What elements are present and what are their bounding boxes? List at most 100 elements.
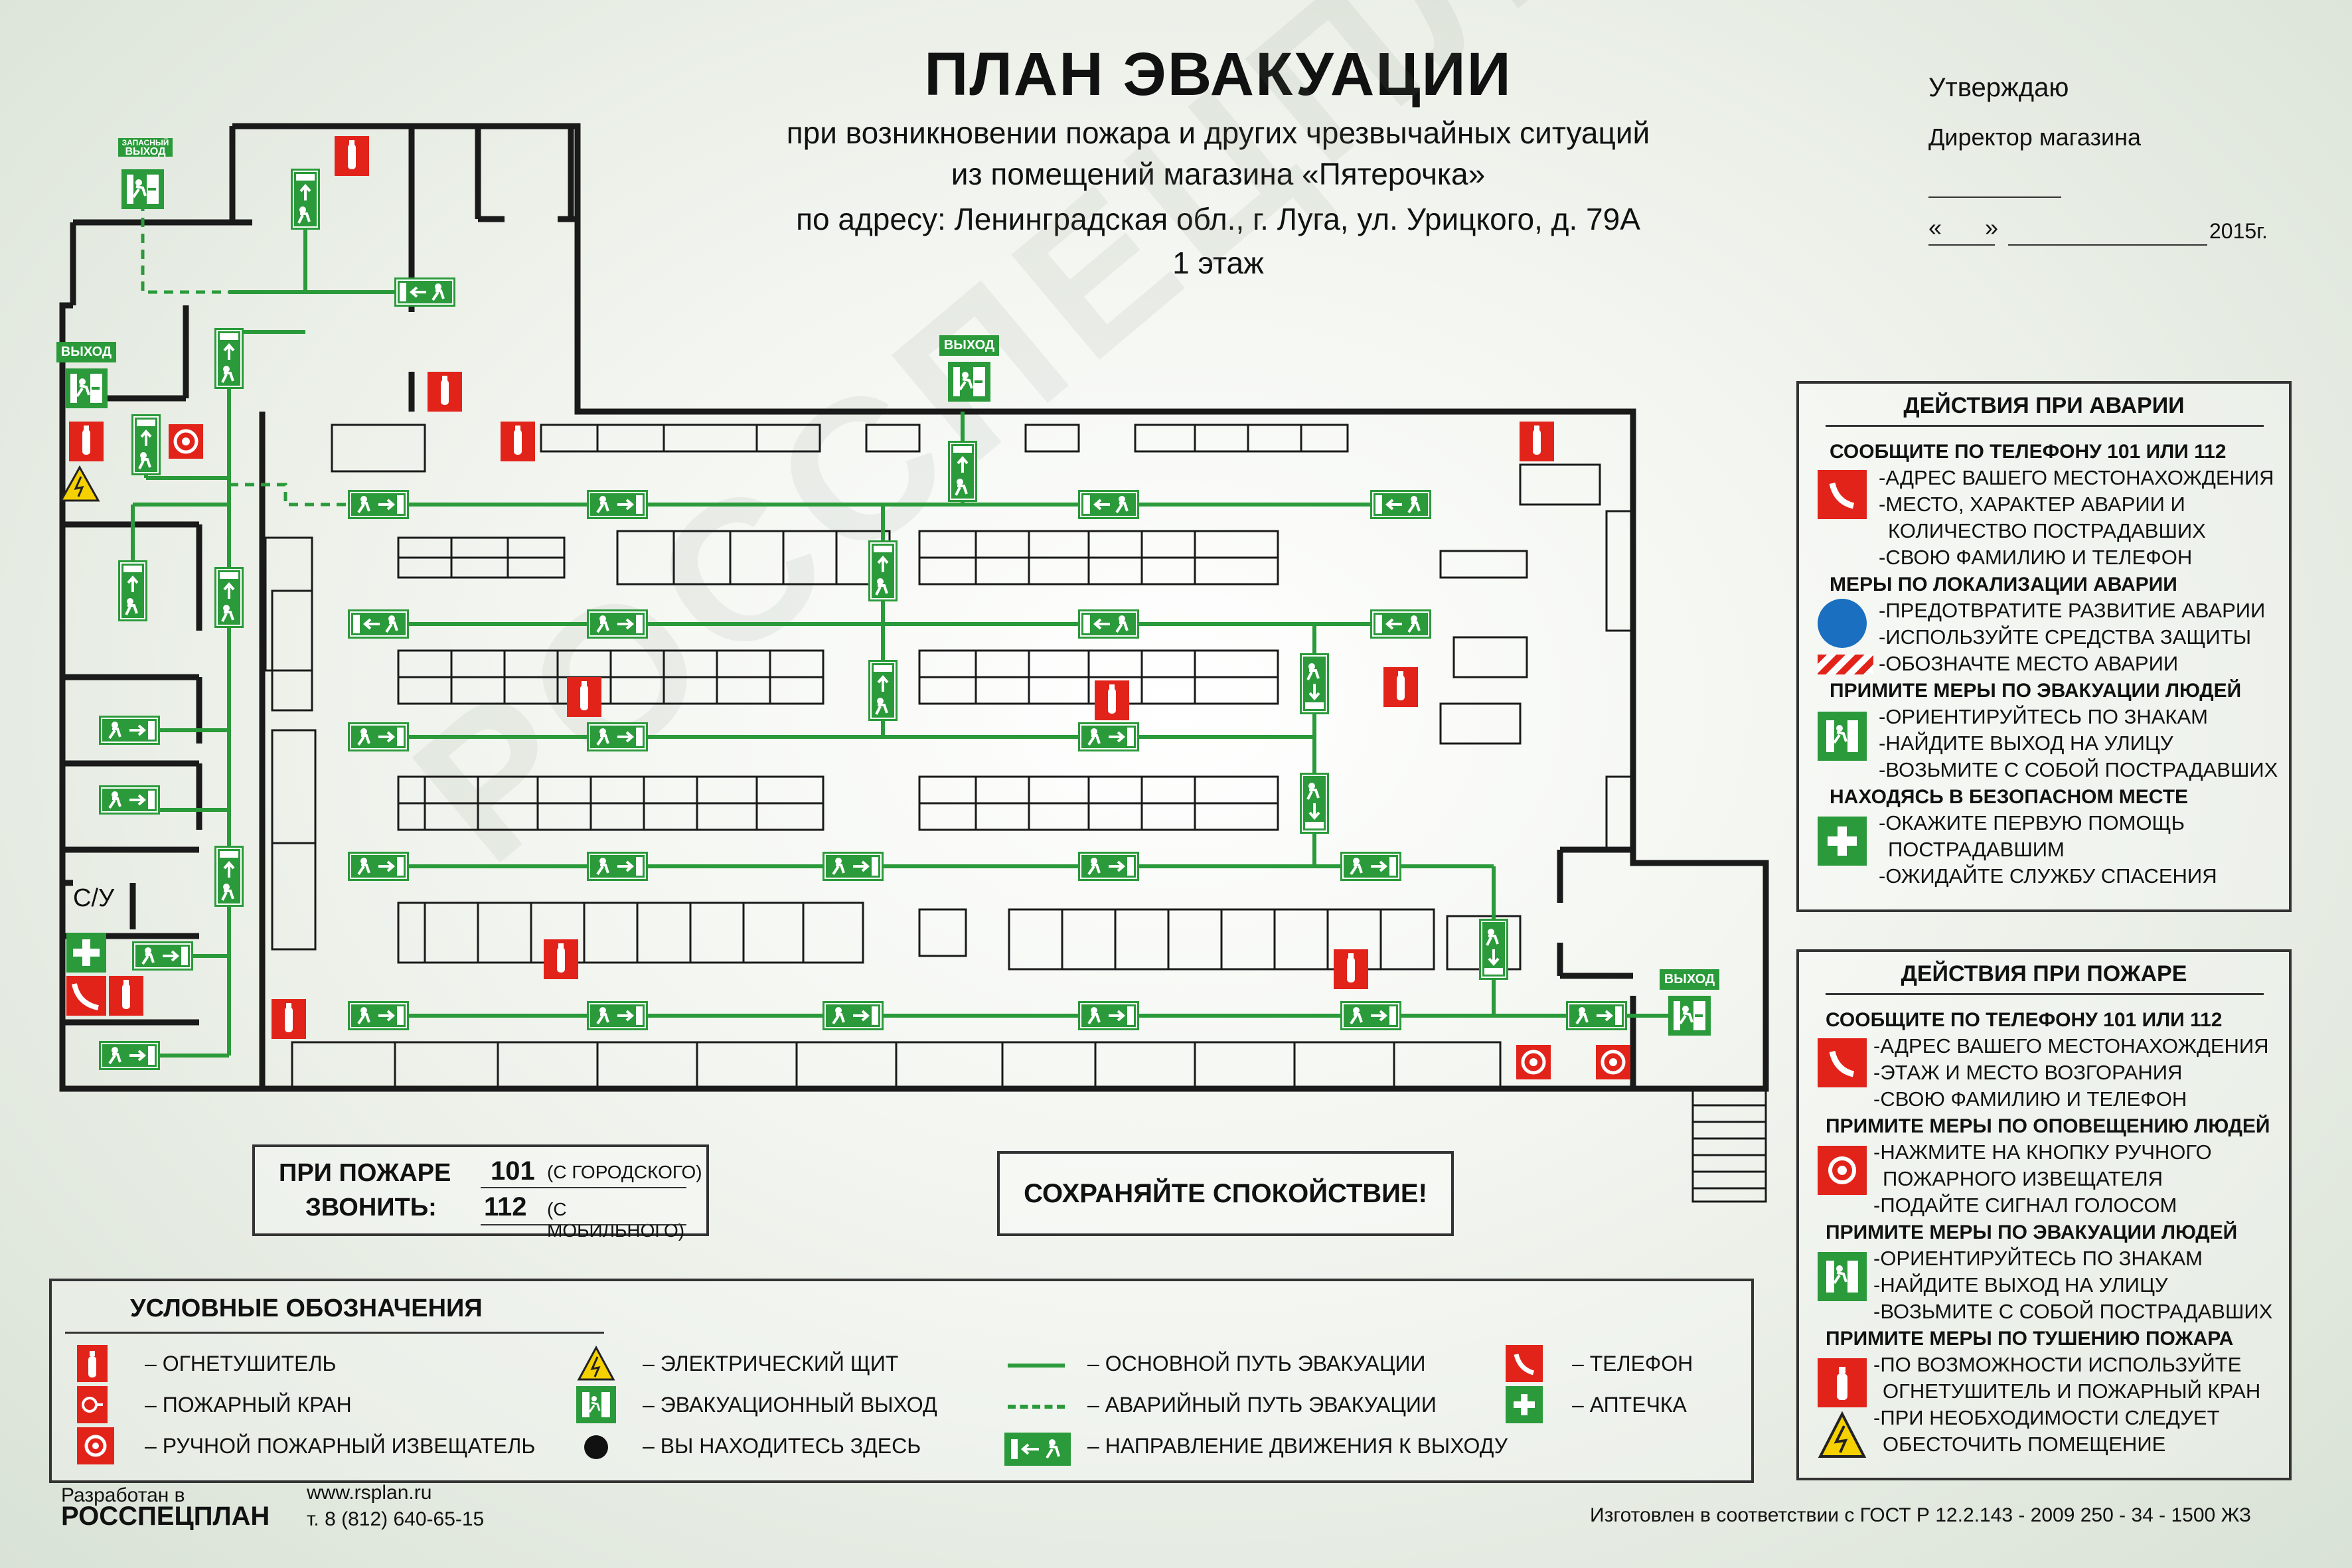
floor-label: 1 этаж [1172,246,1264,280]
accident-s3-item-1: -ОРИЕНТИРУЙТЕСЬ ПО ЗНАКАМ [1879,705,2208,728]
fire-s1-item-2: -ЭТАЖ И МЕСТО ВОЗГОРАНИЯ [1873,1061,2183,1084]
accident-s3-item-3: -ВОЗЬМИТЕ С СОБОЙ ПОСТРАДАВШИХ [1879,758,2278,781]
accident-s2-item-1: -ПРЕДОТВРАТИТЕ РАЗВИТИЕ АВАРИИ [1879,599,2266,622]
fire-alarm-icon [1818,1146,1867,1195]
fire-alarm-icon-glyph [1828,1156,1856,1184]
phone-icon-glyph [1514,1354,1535,1375]
fire-s1-item-1: -АДРЕС ВАШЕГО МЕСТОНАХОЖДЕНИЯ [1873,1034,2269,1058]
accident-s4-item-1: -ОКАЖИТЕ ПЕРВУЮ ПОМОЩЬ [1879,811,2185,834]
fire-extinguisher-icon-glyph [1837,1367,1847,1400]
wc-label: С/У [73,884,115,912]
phone-icon [1818,1038,1867,1087]
fire-title: ДЕЙСТВИЯ ПРИ ПОЖАРЕ [1901,961,2187,986]
legend-item-extinguisher: – ОГНЕТУШИТЕЛЬ [145,1352,337,1375]
fire-s3-item-1: -ОРИЕНТИРУЙТЕСЬ ПО ЗНАКАМ [1873,1247,2203,1270]
legend-item-hydrant: – ПОЖАРНЫЙ КРАН [145,1393,352,1417]
accident-title-rule [1826,425,2264,427]
first-aid-icon [1818,817,1867,866]
emergency-route [141,186,358,507]
electric-panel-icon [576,1345,616,1382]
shelving [264,424,1634,1090]
fire-hydrant-icon-glyph [82,1397,103,1413]
page-title: ПЛАН ЭВАКУАЦИИ [924,40,1512,108]
fire-s1-item-3: -СВОЮ ФАМИЛИЮ И ТЕЛЕФОН [1873,1087,2187,1111]
signature-line [1928,196,2061,198]
fire-s2-item-2: ПОЖАРНОГО ИЗВЕЩАТЕЛЯ [1883,1167,2163,1190]
developer-name: РОССПЕЦПЛАН [61,1502,270,1531]
fire-s4-item-1: -ПО ВОЗМОЖНОСТИ ИСПОЛЬЗУЙТЕ [1873,1353,2242,1376]
legend-item-phone: – ТЕЛЕФОН [1572,1352,1693,1375]
spare-exit-label-2: ВЫХОД [125,146,166,157]
approve-label: Утверждаю [1928,73,2069,102]
hazard-stripes-icon [1818,655,1873,674]
legend-title-rule [65,1332,604,1334]
call-number-1: 101 [491,1156,535,1186]
day-line [1928,244,1995,246]
calm-box: СОХРАНЯЙТЕ СПОКОЙСТВИЕ! [997,1151,1454,1236]
walls [59,123,1769,1092]
fire-s4-item-3: -ПРИ НЕОБХОДИМОСТИ СЛЕДУЕТ [1873,1406,2220,1429]
accident-s3-item-2: -НАЙДИТЕ ВЫХОД НА УЛИЦУ [1879,732,2173,755]
legend-panel: УСЛОВНЫЕ ОБОЗНАЧЕНИЯ – ОГНЕТУШИТЕЛЬ – ПО… [49,1279,1754,1483]
quote-open: « [1928,214,1942,241]
call-label-1: ПРИ ПОЖАРЕ [279,1159,451,1187]
exit-icon [1818,1252,1867,1301]
phone-number: т. 8 (812) 640-65-15 [307,1508,485,1530]
fire-hydrant-icon [77,1386,108,1423]
accident-s3: ПРИМИТЕ МЕРЫ ПО ЭВАКУАЦИИ ЛЮДЕЙ [1830,680,2242,702]
fire-s4: ПРИМИТЕ МЕРЫ ПО ТУШЕНИЮ ПОЖАРА [1826,1328,2234,1350]
phone-icon [1818,470,1867,519]
electric-panel-icon-glyph [577,1345,615,1381]
main-route-line [1008,1364,1065,1368]
accident-s4-item-3: -ОЖИДАЙТЕ СЛУЖБУ СПАСЕНИЯ [1879,864,2217,888]
legend-item-electric: – ЭЛЕКТРИЧЕСКИЙ ЩИТ [643,1352,899,1375]
fire-s3-item-2: -НАЙДИТЕ ВЫХОД НА УЛИЦУ [1873,1273,2168,1296]
fire-alarm-icon [77,1427,114,1464]
accident-s4: НАХОДЯСЬ В БЕЗОПАСНОМ МЕСТЕ [1830,786,2189,808]
legend-item-direction: – НАПРАВЛЕНИЕ ДВИЖЕНИЯ К ВЫХОДУ [1087,1434,1508,1458]
accident-s1-item-4: -СВОЮ ФАМИЛИЮ И ТЕЛЕФОН [1879,546,2193,569]
call-divider-1 [481,1187,686,1188]
accident-s1-item-3: КОЛИЧЕСТВО ПОСТРАДАВШИХ [1888,519,2206,542]
ppe-icon [1818,599,1867,648]
call-divider-2 [481,1224,686,1225]
accident-s2: МЕРЫ ПО ЛОКАЛИЗАЦИИ АВАРИИ [1830,574,2177,595]
fire-alarm-icon-glyph [84,1435,107,1457]
legend-item-emergency-route: – АВАРИЙНЫЙ ПУТЬ ЭВАКУАЦИИ [1087,1393,1437,1417]
developer-label: Разработан в [61,1484,185,1506]
accident-s2-item-2: -ИСПОЛЬЗУЙТЕ СРЕДСТВА ЗАЩИТЫ [1879,625,2252,649]
exit-icon [576,1386,616,1423]
fire-s4-item-2: ОГНЕТУШИТЕЛЬ И ПОЖАРНЫЙ КРАН [1883,1379,2261,1403]
exit-icon-glyph [1826,1261,1858,1293]
website[interactable]: www.rsplan.ru [307,1482,432,1504]
exit-icon-glyph [582,1392,610,1417]
electric-panel-icon [1818,1411,1867,1460]
spare-exit-label-1: ЗАПАСНЫЙ [121,138,169,147]
fire-call-box: ПРИ ПОЖАРЕ ЗВОНИТЬ: 101 (С ГОРОДСКОГО) 1… [252,1144,709,1241]
exit-label-left: ВЫХОД [56,342,116,362]
subtitle-line-2: из помещений магазина «Пятерочка» [951,157,1486,191]
call-number-2: 112 [484,1192,527,1221]
accident-s4-item-2: ПОСТРАДАВШИМ [1888,838,2065,861]
fire-s2-item-3: -ПОДАЙТЕ СИГНАЛ ГОЛОСОМ [1873,1194,2177,1217]
call-note-1: (С ГОРОДСКОГО) [547,1162,702,1182]
subtitle-address: по адресу: Ленинградская обл., г. Луга, … [796,202,1640,236]
fire-extinguisher-icon [1818,1358,1867,1407]
call-label-2: ЗВОНИТЬ: [305,1194,437,1221]
emergency-route-line [1008,1405,1065,1409]
accident-s1: СООБЩИТЕ ПО ТЕЛЕФОНУ 101 ИЛИ 112 [1830,441,2227,463]
fire-s2-item-1: -НАЖМИТЕ НА КНОПКУ РУЧНОГО [1873,1140,2212,1164]
fire-extinguisher-icon-glyph [88,1351,96,1377]
month-line [2008,244,2207,246]
legend-title: УСЛОВНЫЕ ОБОЗНАЧЕНИЯ [130,1294,483,1322]
fire-extinguisher-icon [77,1345,108,1382]
phone-icon-glyph [1829,482,1855,509]
accident-s1-item-2: -МЕСТО, ХАРАКТЕР АВАРИИ И [1879,493,2185,516]
direction-arrow-icon [1004,1433,1071,1466]
fire-title-rule [1826,993,2264,995]
stairs [1691,1087,1767,1203]
first-aid-icon-glyph [1514,1394,1535,1415]
year-label: 2015г. [2209,219,2268,243]
call-note-2: (С МОБИЛЬНОГО) [547,1199,685,1241]
